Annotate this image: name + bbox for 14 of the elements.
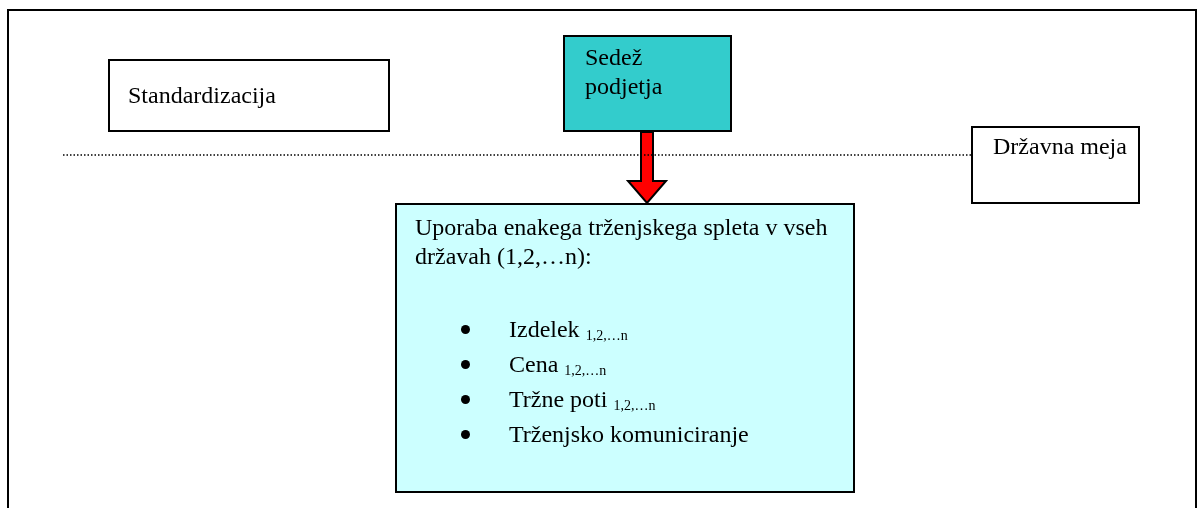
block-arrow (625, 131, 669, 205)
label-box (108, 59, 390, 132)
node-text: Uporaba enakega trženjskega spleta v vseh državah (1,2,…n): (415, 213, 829, 271)
node-text: Standardizacija (128, 81, 277, 110)
node-text: Državna meja (993, 132, 1128, 161)
list-item-text: Tržne poti $_{1,2,…n}$ (509, 386, 656, 412)
marketing-mix-box (395, 203, 855, 493)
list-item-text: Cena $_{1,2,…n}$ (509, 351, 607, 377)
dotted-border-line (61, 154, 972, 156)
list-item-text: Trženjsko komuniciranje (509, 421, 749, 447)
label-box (971, 126, 1140, 204)
list-item-text: Izdelek $_{1,2,…n}$ (509, 316, 628, 342)
node-text: Sedež podjetja (585, 43, 664, 101)
headquarters-box (563, 35, 732, 132)
